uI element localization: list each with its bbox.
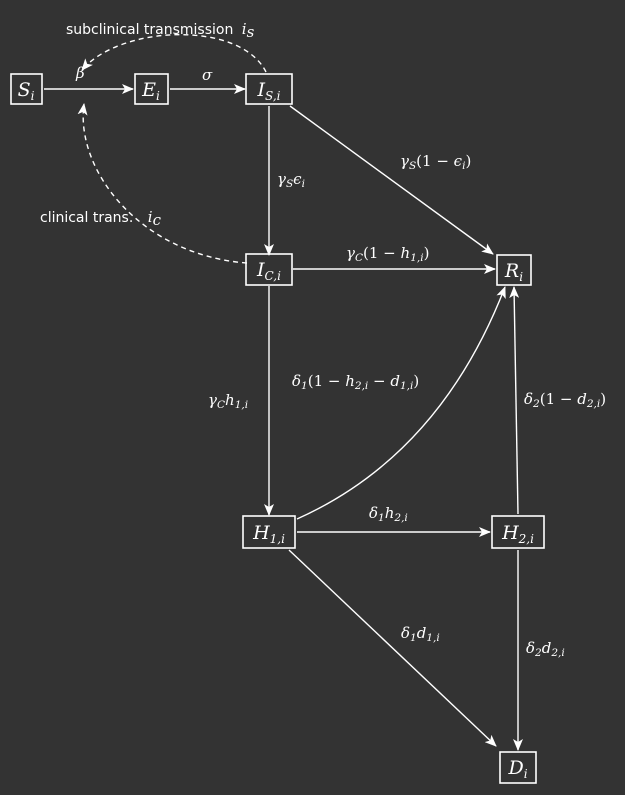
svg-text:H2,i: H2,i xyxy=(501,522,534,546)
label-delta1-h2: δ1h2,i xyxy=(369,504,408,524)
edge-is-to-r xyxy=(289,105,494,255)
label-clinical-transmission: clinical trans. ic xyxy=(40,208,162,229)
node-r: Ri xyxy=(496,254,532,286)
nodes: Si Ei IS,i IC,i Ri H1,i H2,i Di xyxy=(10,73,545,784)
edge-h1-to-d xyxy=(288,549,497,747)
label-subclinical-transmission: subclinical transmission is xyxy=(66,20,255,41)
label-delta2-recovery: δ2(1 − d2,i) xyxy=(524,390,606,410)
svg-text:Si: Si xyxy=(18,79,35,103)
edges xyxy=(44,33,523,751)
node-e: Ei xyxy=(134,73,169,105)
edge-h2-to-r xyxy=(509,286,520,515)
label-gamma-s-epsilon: γSϵi xyxy=(277,170,305,190)
svg-text:IC,i: IC,i xyxy=(256,259,281,283)
label-delta2-d2: δ2d2,i xyxy=(526,639,565,659)
label-gamma-c-h1: γCh1,i xyxy=(208,391,248,411)
label-gamma-c-one-minus-h1: γC(1 − h1,i) xyxy=(346,244,429,264)
svg-text:Di: Di xyxy=(507,757,527,781)
node-ic: IC,i xyxy=(245,253,293,286)
label-delta1-recovery: δ1(1 − h2,i − d1,i) xyxy=(292,372,419,392)
svg-text:Ri: Ri xyxy=(504,260,523,284)
edge-h1-to-r xyxy=(296,286,506,520)
node-is: IS,i xyxy=(245,73,293,105)
edge-labels: subclinical transmission is clinical tra… xyxy=(40,20,606,659)
svg-text:IS,i: IS,i xyxy=(257,79,281,103)
edge-clinical-transmission xyxy=(77,103,248,264)
node-s: Si xyxy=(10,73,43,105)
node-h1: H1,i xyxy=(242,515,296,549)
node-h2: H2,i xyxy=(491,515,545,549)
label-beta: β xyxy=(75,64,85,82)
label-delta1-d1: δ1d1,i xyxy=(401,624,440,644)
svg-text:H1,i: H1,i xyxy=(252,522,285,546)
label-gamma-s-one-minus-epsilon: γS(1 − ϵi) xyxy=(400,152,471,172)
label-sigma: σ xyxy=(202,66,213,84)
edge-subclinical-transmission xyxy=(81,33,267,73)
node-d: Di xyxy=(499,751,537,784)
svg-text:Ei: Ei xyxy=(141,79,160,103)
